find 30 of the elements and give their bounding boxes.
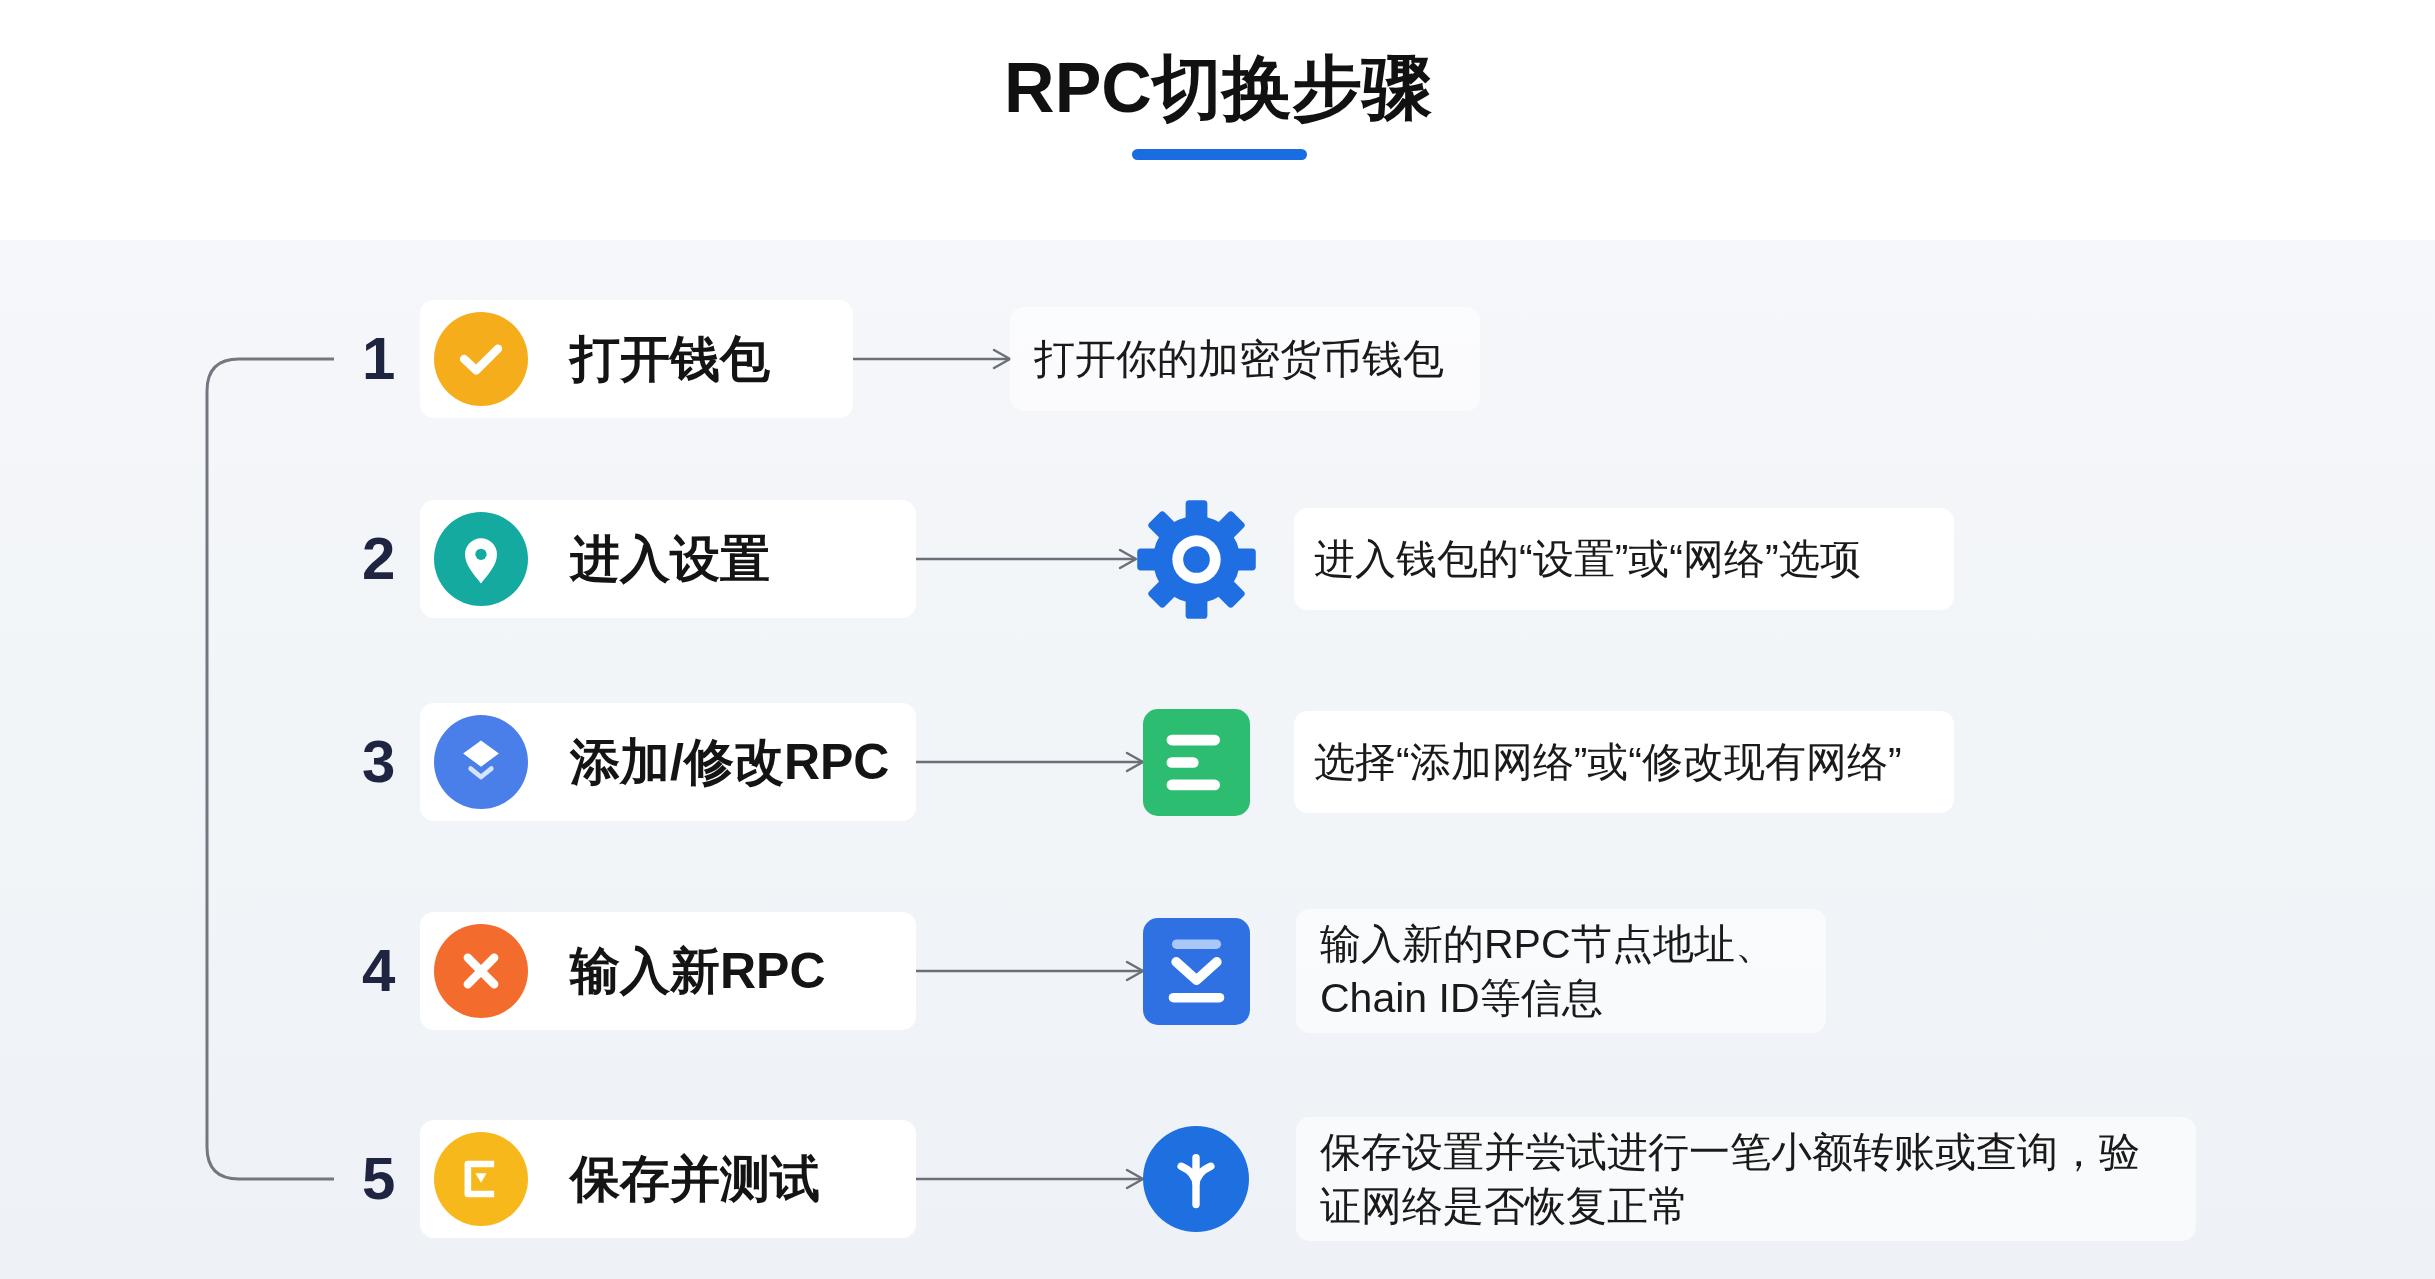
step-card <box>420 703 916 821</box>
description-box: 进入钱包的“设置”或“网络”选项 <box>1294 508 1954 610</box>
arrow <box>853 348 1012 370</box>
arrow <box>916 548 1138 570</box>
step-title: 添加/修改RPC <box>570 733 890 792</box>
description-box: 保存设置并尝试进行一笔小额转账或查询，验证网络是否恢复正常 <box>1296 1117 2196 1241</box>
step-title: 进入设置 <box>570 530 770 589</box>
list-icon <box>1143 708 1250 816</box>
arrow <box>916 751 1145 773</box>
title: RPC切换步骤 <box>1004 50 1432 126</box>
gear-icon <box>1136 498 1257 620</box>
description-box: 选择“添加网络”或“修改现有网络” <box>1294 711 1954 813</box>
step-title: 输入新RPC <box>570 942 826 1001</box>
description-box: 打开你的加密货币钱包 <box>1010 307 1480 411</box>
step-title: 打开钱包 <box>570 330 770 389</box>
step-card <box>420 912 916 1030</box>
step-number: 1 <box>362 324 396 394</box>
step-number: 5 <box>362 1144 396 1214</box>
step-card <box>420 300 853 418</box>
step-card <box>420 500 916 618</box>
arrow <box>916 1168 1145 1190</box>
fork-icon <box>1143 1126 1249 1232</box>
step-card <box>420 1120 916 1238</box>
step-number: 3 <box>362 727 396 797</box>
arrow <box>916 960 1145 982</box>
step-number: 4 <box>362 936 396 1006</box>
step-title: 保存并测试 <box>570 1150 820 1209</box>
step-number: 2 <box>362 524 396 594</box>
download-icon <box>1143 917 1250 1025</box>
description-box: 输入新的RPC节点地址、Chain ID等信息 <box>1296 909 1826 1033</box>
